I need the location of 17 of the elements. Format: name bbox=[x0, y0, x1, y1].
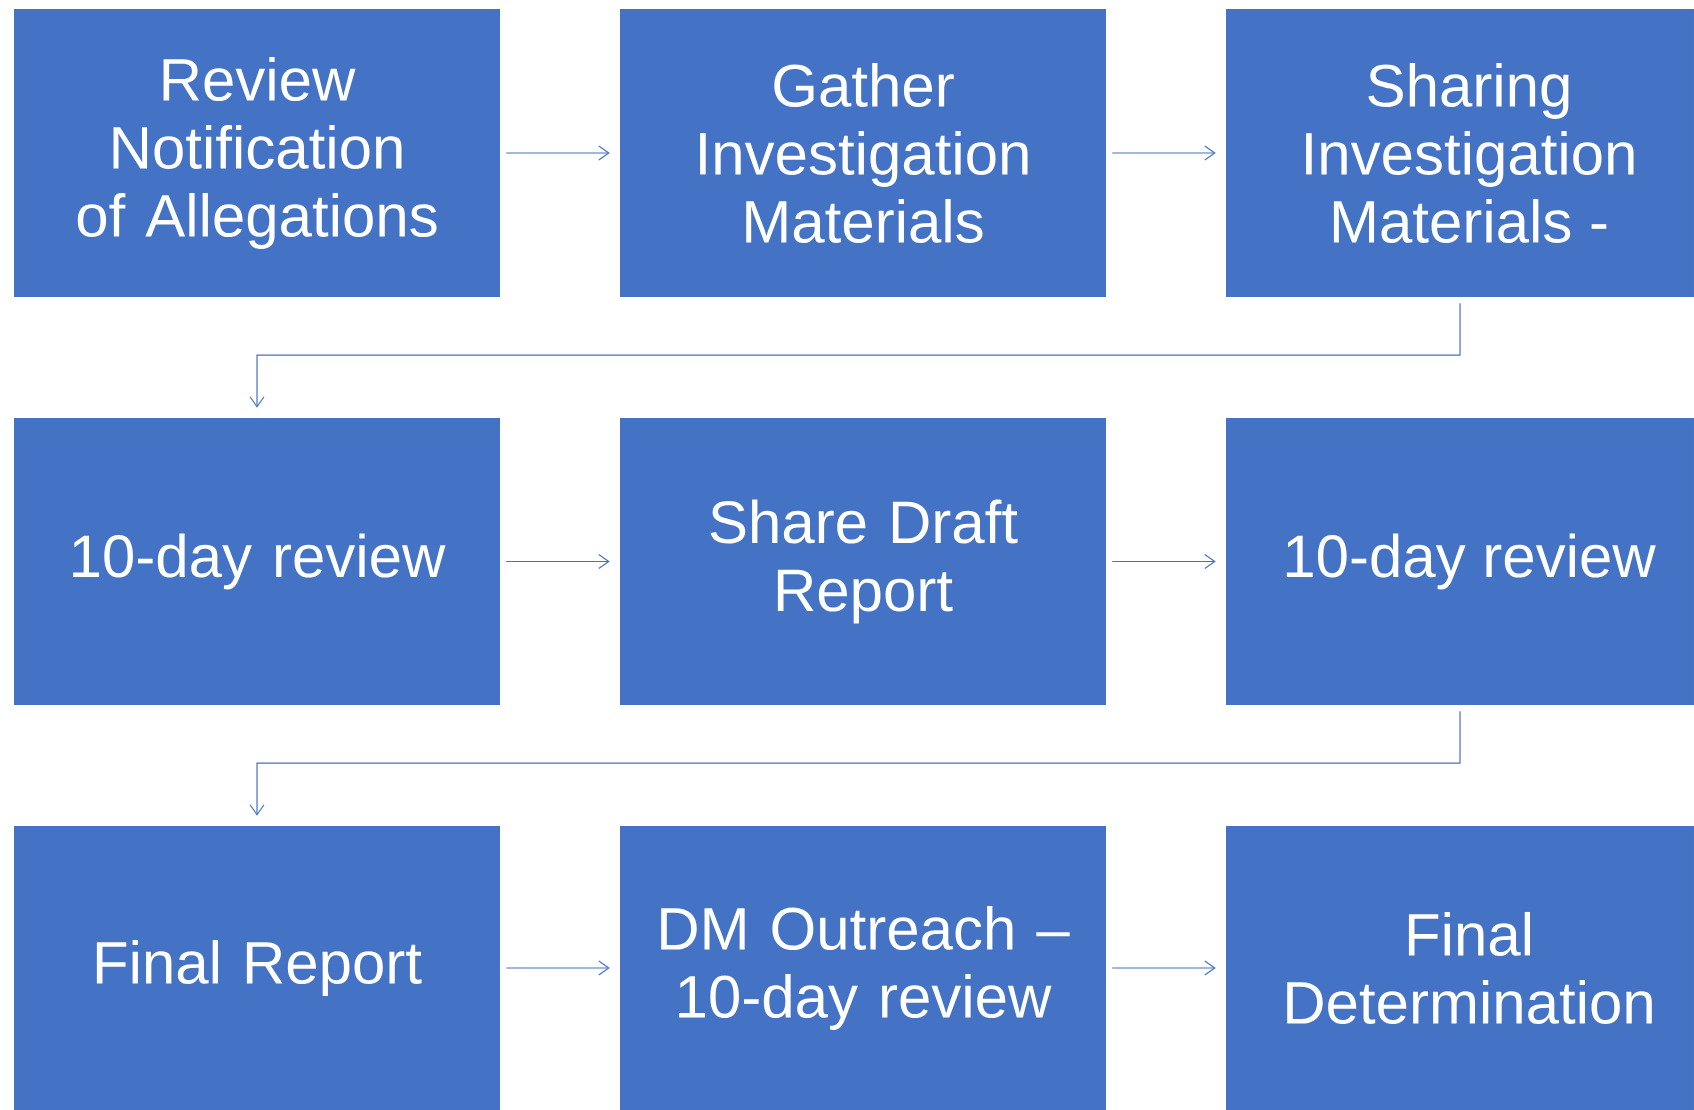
arrow bbox=[505, 145, 610, 161]
process-box: 10-day review bbox=[1226, 418, 1694, 705]
arrow bbox=[505, 553, 610, 570]
arrow bbox=[249, 710, 1461, 816]
process-box: Final Determination bbox=[1226, 826, 1694, 1110]
process-box: DM Outreach – 10-day review bbox=[620, 826, 1106, 1110]
process-box: Final Report bbox=[14, 826, 500, 1110]
process-box: Sharing Investigation Materials - bbox=[1226, 9, 1694, 297]
arrow bbox=[505, 960, 610, 976]
process-box: 10-day review bbox=[14, 418, 500, 705]
process-box: Review Notification of Allegations bbox=[14, 9, 500, 297]
arrow bbox=[1111, 960, 1216, 976]
arrow bbox=[249, 302, 1461, 408]
arrow bbox=[1111, 553, 1216, 570]
process-box: Share Draft Report bbox=[620, 418, 1106, 705]
arrow bbox=[1111, 145, 1216, 161]
process-box: Gather Investigation Materials bbox=[620, 9, 1106, 297]
